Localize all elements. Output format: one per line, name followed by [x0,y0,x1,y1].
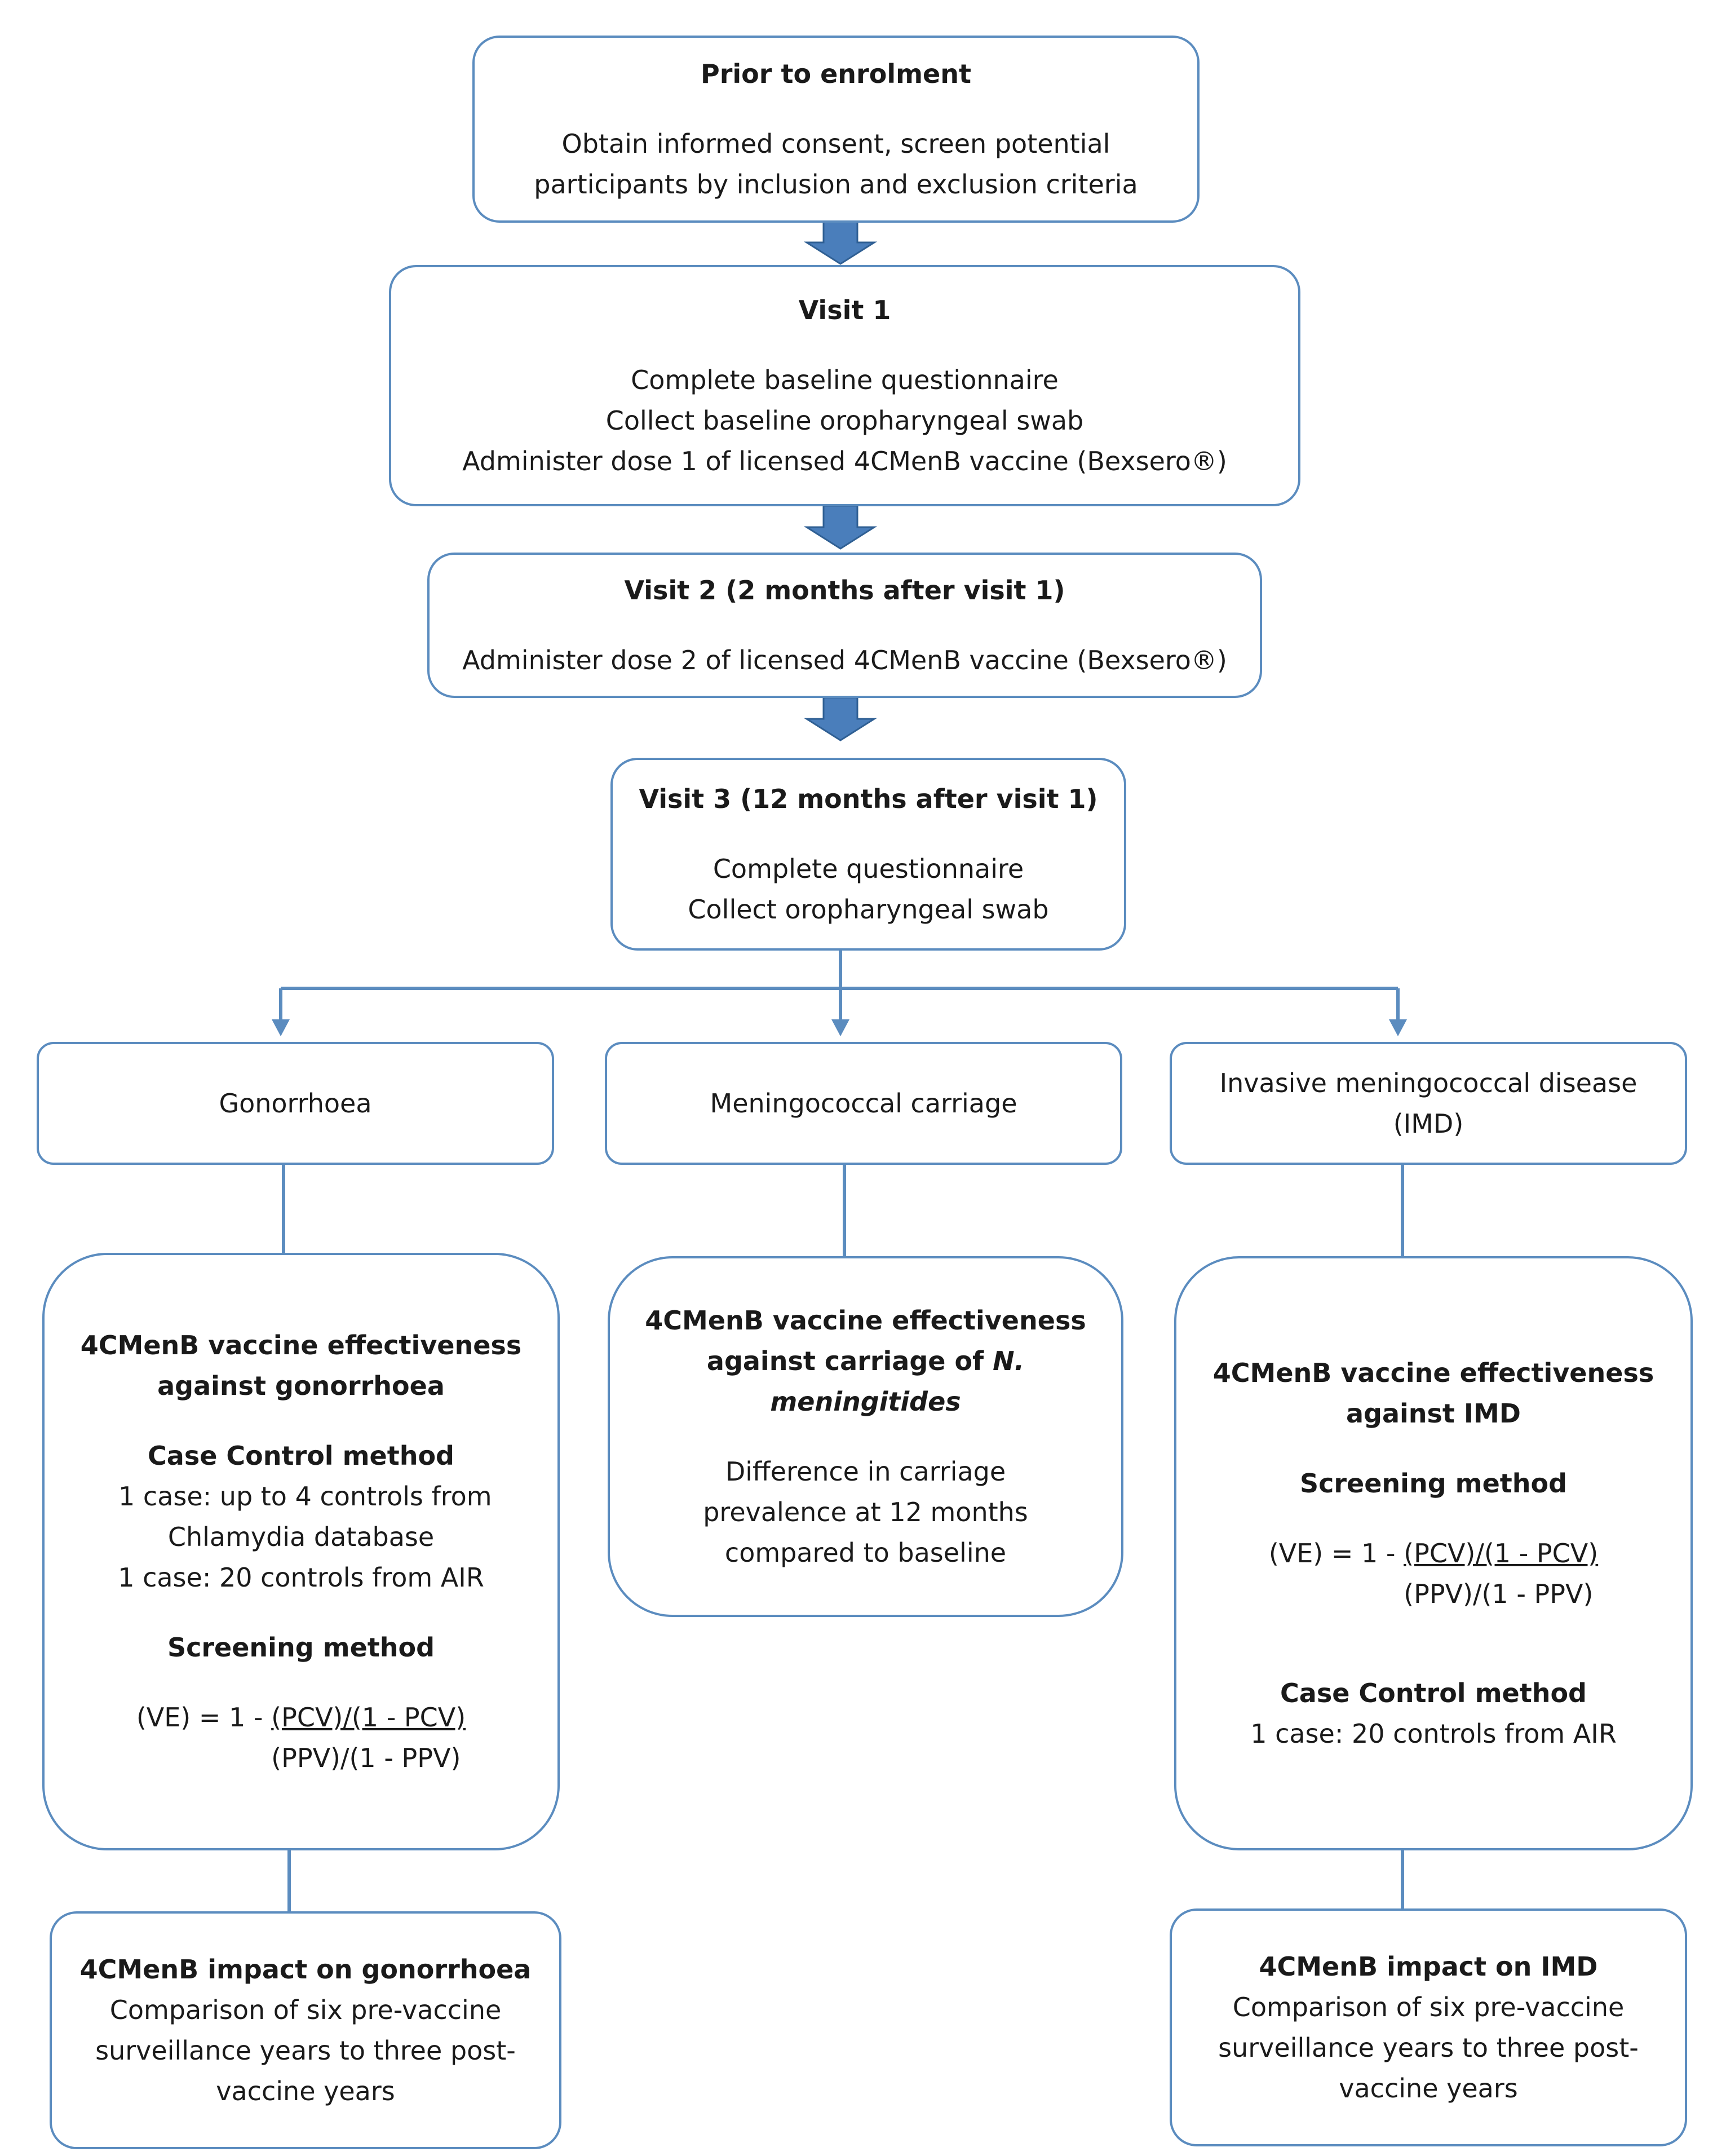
visit-1-line-3: Administer dose 1 of licensed 4CMenB vac… [462,446,1227,476]
arrowhead-left [272,1019,290,1036]
impact-gon-title: 4CMenB impact on gonorrhoea [79,1954,532,1985]
impact-imd-line-3: vaccine years [1339,2073,1518,2104]
ve-gon-sc-title: Screening method [167,1632,435,1663]
visit-3-title: Visit 3 (12 months after visit 1) [639,784,1098,814]
imd-label-line-2: (IMD) [1393,1108,1464,1139]
gonorrhoea-box: Gonorrhoea [37,1042,554,1165]
ve-gon-formula: (VE) = 1 - (PCV)/(1 - PCV) (PPV)/(1 - PP… [136,1697,466,1778]
enrolment-line-2: participants by inclusion and exclusion … [534,169,1138,200]
visit-2-title: Visit 2 (2 months after visit 1) [624,575,1065,606]
ve-gon-formula-fraction: (PCV)/(1 - PCV) (PPV)/(1 - PPV) [271,1697,466,1778]
visit-1-line-1: Complete baseline questionnaire [631,365,1059,395]
arrowhead-right [1389,1019,1407,1036]
ve-imd-title-2: against IMD [1346,1398,1521,1429]
ve-gon-cc-line-2: Chlamydia database [167,1522,435,1552]
ve-imd-formula-numerator: (PCV)/(1 - PCV) [1404,1538,1599,1569]
carriage-label: Meningococcal carriage [710,1088,1017,1119]
ve-gon-formula-denominator: (PPV)/(1 - PPV) [271,1743,461,1773]
ve-car-line-1: Difference in carriage [725,1456,1006,1487]
impact-gon-line-2: surveillance years to three post- [95,2035,516,2066]
ve-gon-cc-line-1: 1 case: up to 4 controls from [110,1481,492,1512]
visit-1-box: Visit 1 Complete baseline questionnaire … [389,265,1300,506]
ve-imd-cc-line: 1 case: 20 controls from AIR [1250,1718,1617,1749]
ve-gon-formula-lhs: (VE) = 1 - [136,1702,272,1733]
visit-1-line-2: Collect baseline oropharyngeal swab [605,405,1084,436]
impact-imd-line-2: surveillance years to three post- [1218,2033,1639,2063]
ve-gon-title-1: 4CMenB vaccine effectiveness [80,1330,522,1360]
ve-car-line-3: compared to baseline [724,1538,1007,1568]
prior-to-enrolment-box: Prior to enrolment Obtain informed conse… [472,36,1200,223]
ve-car-title-2-species: N. [993,1346,1025,1376]
impact-gon-line-1: Comparison of six pre-vaccine [109,1995,502,2025]
ve-gon-cc-line-3: 1 case: 20 controls from AIR [118,1562,484,1593]
down-arrow-1 [803,220,878,265]
visit-3-line-2: Collect oropharyngeal swab [688,894,1049,925]
ve-car-title-3-text: meningitides [770,1386,961,1417]
ve-gon-cc-title: Case Control method [148,1441,454,1471]
visit-1-title: Visit 1 [798,295,891,325]
visit-3-line-1: Complete questionnaire [712,854,1024,884]
ve-imd-formula-denominator: (PPV)/(1 - PPV) [1404,1579,1594,1609]
enrolment-line-1: Obtain informed consent, screen potentia… [561,129,1110,159]
ve-imd-formula-fraction: (PCV)/(1 - PCV) (PPV)/(1 - PPV) [1404,1533,1598,1614]
down-arrow-3 [803,696,878,741]
ve-imd-formula-lhs: (VE) = 1 - [1268,1538,1404,1569]
ve-car-title-1: 4CMenB vaccine effectiveness [645,1305,1086,1336]
ve-car-title-2: against carriage of N. [707,1341,1024,1381]
ve-car-title-2-text: against carriage of [706,1346,993,1376]
impact-gonorrhoea-box: 4CMenB impact on gonorrhoea Comparison o… [50,1911,561,2149]
meningococcal-carriage-box: Meningococcal carriage [605,1042,1122,1165]
visit-2-line-1: Administer dose 2 of licensed 4CMenB vac… [462,645,1227,675]
imd-label-line-1: Invasive meningococcal disease [1219,1068,1638,1098]
visit-3-box: Visit 3 (12 months after visit 1) Comple… [610,758,1126,951]
gonorrhoea-label: Gonorrhoea [219,1088,372,1119]
impact-imd-title: 4CMenB impact on IMD [1259,1951,1598,1982]
ve-carriage-box: 4CMenB vaccine effectiveness against car… [608,1256,1123,1617]
imd-box: Invasive meningococcal disease (IMD) [1170,1042,1687,1165]
ve-gon-title-2: against gonorrhoea [157,1371,445,1401]
impact-gon-line-3: vaccine years [216,2076,395,2106]
ve-gon-formula-numerator: (PCV)/(1 - PCV) [271,1702,466,1733]
impact-imd-box: 4CMenB impact on IMD Comparison of six p… [1170,1908,1687,2146]
ve-imd-cc-title: Case Control method [1280,1678,1587,1708]
ve-car-title-3: meningitides [770,1381,961,1422]
visit-2-box: Visit 2 (2 months after visit 1) Adminis… [427,553,1262,698]
ve-imd-sc-title: Screening method [1299,1468,1568,1499]
enrolment-title: Prior to enrolment [701,59,971,89]
ve-gonorrhoea-box: 4CMenB vaccine effectiveness against gon… [42,1253,560,1850]
ve-imd-box: 4CMenB vaccine effectiveness against IMD… [1174,1256,1693,1850]
ve-car-line-2: prevalence at 12 months [703,1497,1028,1527]
ve-imd-title-1: 4CMenB vaccine effectiveness [1212,1358,1654,1388]
impact-imd-line-1: Comparison of six pre-vaccine [1232,1992,1625,2022]
down-arrow-2 [803,505,878,550]
ve-imd-formula: (VE) = 1 - (PCV)/(1 - PCV) (PPV)/(1 - PP… [1269,1533,1598,1614]
arrowhead-mid [831,1019,849,1036]
